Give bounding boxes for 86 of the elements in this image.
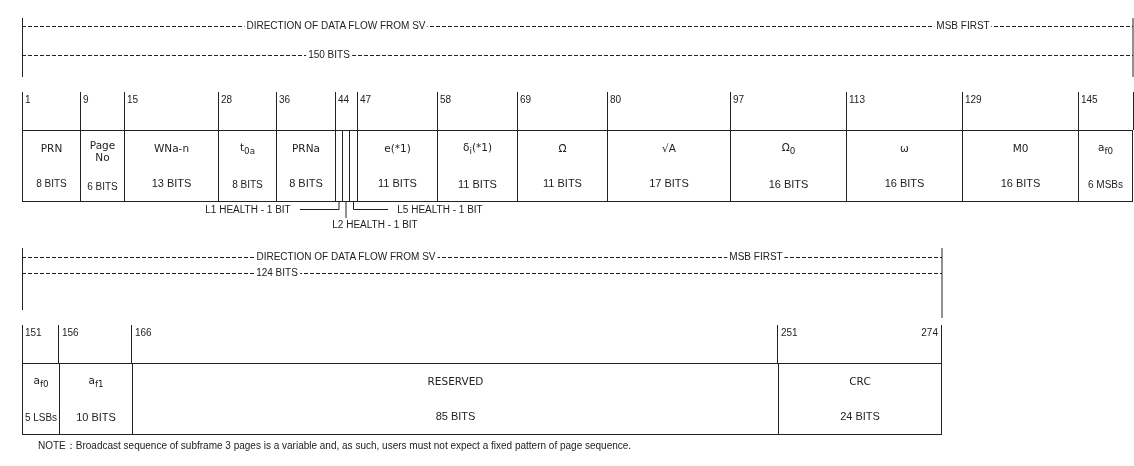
bit-field-cell	[846, 130, 963, 202]
bit-field-cell	[357, 130, 438, 202]
bit-number: 166	[134, 327, 153, 339]
bit-number: 28	[220, 94, 234, 106]
bit-number: 151	[24, 327, 43, 339]
field-name: a$_{f1}$	[88, 374, 104, 390]
bit-count: 24 BITS	[840, 410, 880, 423]
dimension-label: DIRECTION OF DATA FLOW FROM SV	[244, 20, 428, 32]
bit-number: 36	[278, 94, 292, 106]
field-name: RESERVED	[427, 375, 484, 388]
bit-count: 16 BITS	[1000, 177, 1041, 190]
dimension-label: MSB FIRST	[727, 251, 785, 263]
field-name: PRN	[40, 142, 63, 155]
health-bit-cell	[335, 130, 343, 202]
bit-number: 145	[1080, 94, 1099, 106]
bit-count: 8 BITS	[289, 177, 323, 190]
bit-field-cell	[1078, 130, 1133, 202]
bit-number: 15	[126, 94, 140, 106]
field-name: e(*1)	[384, 142, 411, 155]
bit-field-cell	[778, 363, 942, 435]
bit-field-cell	[22, 363, 60, 435]
leader-label: L1 HEALTH - 1 BIT	[205, 204, 291, 215]
bit-number: 47	[359, 94, 373, 106]
bit-count: 6 BITS	[87, 181, 118, 192]
bit-field-cell	[124, 130, 219, 202]
bit-number: 129	[964, 94, 983, 106]
bit-count: 6 MSBs	[1088, 178, 1123, 190]
bit-number: 97	[732, 94, 746, 106]
field-name: a$_{f0}$	[1097, 142, 1114, 157]
field-name: Ω$_{0}$	[781, 141, 796, 157]
dimension-label: MSB FIRST	[934, 20, 992, 32]
bit-number: 58	[439, 94, 453, 106]
bit-number: 251	[780, 327, 799, 339]
bit-number: 69	[519, 94, 533, 106]
bit-field-cell	[607, 130, 731, 202]
bit-field-cell	[132, 363, 779, 435]
leader-line	[299, 201, 340, 210]
field-name: a$_{f0}$	[33, 375, 49, 390]
field-name: √A	[662, 142, 676, 155]
field-name: ω	[900, 142, 909, 155]
bit-count: 16 BITS	[768, 178, 809, 191]
bit-count: 16 BITS	[884, 177, 925, 190]
bit-field-cell	[80, 130, 125, 202]
bit-count: 11 BITS	[378, 177, 417, 190]
bit-count: 13 BITS	[151, 177, 192, 190]
field-name: Ω̇	[558, 142, 567, 155]
bit-number: 1	[24, 94, 32, 106]
field-name: PRNa	[292, 142, 320, 155]
bit-count: 10 BITS	[76, 411, 116, 424]
leader-label: L5 HEALTH - 1 BIT	[397, 204, 483, 215]
bit-count: 85 BITS	[435, 410, 476, 423]
bit-number: 80	[609, 94, 623, 106]
bit-count: 8 BITS	[36, 178, 67, 190]
dimension-label: 124 BITS	[254, 267, 300, 279]
leader-line	[345, 201, 347, 219]
bit-number: 113	[848, 94, 866, 106]
field-name: M0	[1012, 142, 1029, 155]
leader-label: L2 HEALTH - 1 BIT	[332, 219, 418, 230]
health-bit-cell	[342, 130, 350, 202]
health-bit-cell	[349, 130, 358, 202]
leader-line	[353, 201, 389, 210]
bit-number: 44	[337, 94, 351, 106]
bit-count: 11 BITS	[458, 178, 497, 191]
dimension-label: 150 BITS	[306, 49, 352, 61]
note-text: NOTE：Broadcast sequence of subframe 3 pages is a variable and, as such, users must not expect a fixed pattern of page sequence.	[36, 440, 634, 452]
bit-field-cell	[437, 130, 518, 202]
bit-number: 274	[920, 327, 939, 339]
bit-field-cell	[730, 130, 847, 202]
bit-number: 9	[82, 94, 90, 106]
bit-field-cell	[276, 130, 336, 202]
dimension-label: DIRECTION OF DATA FLOW FROM SV	[254, 251, 438, 263]
bit-number: 156	[61, 327, 80, 339]
field-name: Page No	[88, 139, 117, 164]
field-name: t$_{0a}$	[239, 142, 256, 157]
bit-count: 11 BITS	[543, 177, 582, 190]
bit-field-cell	[22, 130, 81, 202]
field-name: WNa-n	[153, 142, 190, 155]
bit-count: 8 BITS	[232, 178, 263, 190]
bit-count: 5 LSBs	[24, 411, 58, 423]
bit-field-cell	[517, 130, 608, 202]
bit-count: 17 BITS	[649, 177, 689, 190]
bit-field-cell	[218, 130, 277, 202]
bit-field-cell	[962, 130, 1079, 202]
bit-field-cell	[59, 363, 133, 435]
field-name: CRC	[849, 375, 871, 388]
field-name: δ$_{i}$(*1)	[463, 141, 492, 157]
